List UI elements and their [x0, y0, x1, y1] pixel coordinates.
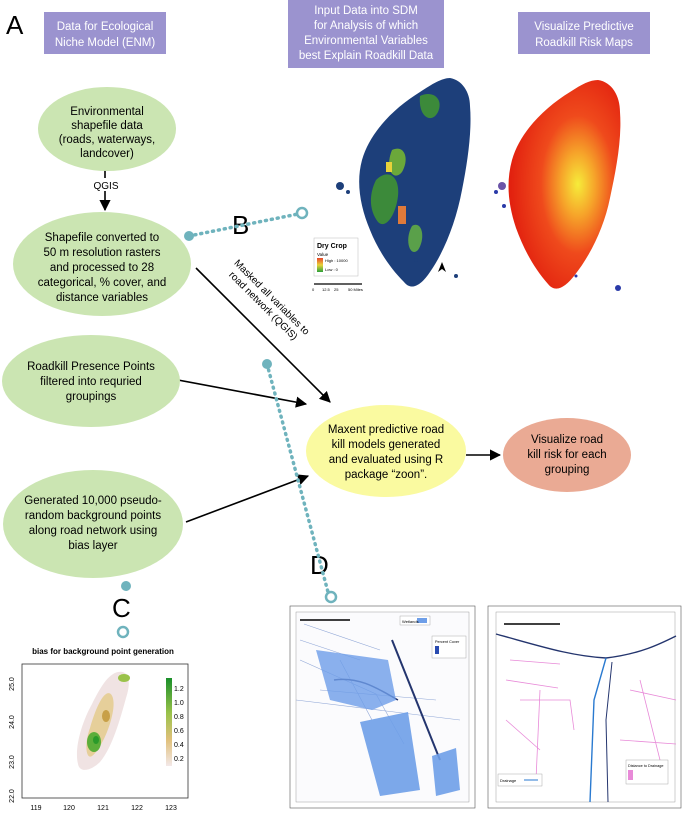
- node-background-line-3: along road network using: [29, 525, 158, 537]
- node-roadkill: Roadkill Presence Points filtered into r…: [2, 335, 180, 427]
- node-maxent-line-2: kill models generated: [332, 439, 441, 451]
- node-background-line-2: random background points: [25, 510, 161, 522]
- bias-legend-0-6: 0.6: [174, 728, 184, 735]
- bias-plot: bias for background point generation 119…: [9, 647, 189, 812]
- drycrop-legend-high: High : 10000: [325, 258, 348, 263]
- bias-legend-1-2: 1.2: [174, 686, 184, 693]
- callout-d: [262, 359, 338, 604]
- header-enm-line-2: Niche Model (ENM): [55, 37, 155, 49]
- header-viz: Visualize Predictive Roadkill Risk Maps: [518, 12, 650, 54]
- detail-distance-legend: Distance to Drainage: [628, 764, 663, 768]
- bias-x-tick-123: 123: [165, 805, 177, 812]
- node-shapefile-line-5: distance variables: [56, 292, 148, 304]
- node-env-line-2: shapefile data: [71, 120, 143, 132]
- node-maxent-line-3: and evaluated using R: [329, 454, 443, 466]
- drycrop-scale-2: 25: [334, 287, 339, 292]
- node-roadkill-line-3: groupings: [66, 391, 117, 403]
- bias-legend-0-8: 0.8: [174, 714, 184, 721]
- bias-y-tick-22: 22.0: [9, 789, 16, 803]
- drycrop-legend-title: Dry Crop: [317, 243, 347, 250]
- masked-label: Masked all variables to road network (QG…: [226, 258, 311, 343]
- node-background: Generated 10,000 pseudo- random backgrou…: [3, 470, 183, 578]
- bias-legend-0-2: 0.2: [174, 756, 184, 763]
- qgis-label: QGIS: [93, 181, 118, 192]
- arrow-roadkill-to-maxent: [177, 379, 308, 408]
- bias-x-tick-122: 122: [131, 805, 143, 812]
- arrow-shapefile-to-maxent: [195, 267, 331, 403]
- detail-forest-legend: Percent Cover: [435, 640, 460, 644]
- node-visualize-line-1: Visualize road: [531, 434, 603, 446]
- node-visualize-line-3: grouping: [545, 464, 590, 476]
- header-sdm-line-1: Input Data into SDM: [314, 5, 418, 17]
- node-env-line-4: landcover): [80, 148, 134, 160]
- bias-x-tick-120: 120: [63, 805, 75, 812]
- node-shapefile-line-4: categorical, % cover, and: [38, 277, 167, 289]
- header-viz-line-2: Roadkill Risk Maps: [535, 37, 633, 49]
- node-shapefile-line-1: Shapefile converted to: [45, 232, 159, 244]
- node-maxent-line-1: Maxent predictive road: [328, 424, 444, 436]
- header-sdm-line-2: for Analysis of which: [314, 20, 418, 32]
- node-background-line-1: Generated 10,000 pseudo-: [24, 495, 162, 507]
- detail-map-wetlands: Percent Cover Wetlands: [289, 605, 476, 809]
- header-enm-line-1: Data for Ecological: [57, 21, 154, 33]
- panel-letter-a: A: [6, 10, 24, 40]
- qgis-label-bg: [88, 178, 124, 191]
- arrow-background-to-maxent: [185, 474, 310, 523]
- bias-plot-title: bias for background point generation: [32, 647, 174, 656]
- header-enm: Data for Ecological Niche Model (ENM): [44, 12, 166, 54]
- node-background-line-4: bias layer: [68, 540, 117, 552]
- header-viz-line-1: Visualize Predictive: [534, 21, 634, 33]
- detail-map-drainage: Drainage Distance to Drainage: [487, 605, 682, 809]
- detail-drainage-legend: Drainage: [500, 778, 517, 783]
- node-maxent: Maxent predictive road kill models gener…: [306, 405, 466, 497]
- bias-legend-0-4: 0.4: [174, 742, 184, 749]
- bias-y-tick-25: 25.0: [9, 677, 16, 691]
- node-maxent-line-4: package “zoon”.: [345, 469, 427, 481]
- node-env-line-3: (roads, waterways,: [59, 134, 156, 146]
- bias-y-tick-24: 24.0: [9, 715, 16, 729]
- node-roadkill-line-2: filtered into requried: [40, 376, 142, 388]
- drycrop-map: Dry Crop Value High : 10000 Low : 0 0 12…: [312, 78, 471, 292]
- drycrop-scale-3: 50 Miles: [348, 287, 363, 292]
- header-sdm-line-3: Environmental Variables: [304, 35, 428, 47]
- node-shapefile-line-3: and processed to 28: [50, 262, 154, 274]
- callout-c: [116, 581, 131, 639]
- detail-wetlands-legend: Wetlands: [402, 619, 419, 624]
- header-sdm: Input Data into SDM for Analysis of whic…: [288, 0, 444, 68]
- callout-b: [184, 206, 309, 241]
- panel-letter-c: C: [112, 593, 131, 623]
- header-sdm-line-4: best Explain Roadkill Data: [299, 50, 434, 62]
- masked-label-line-1: Masked all variables to: [231, 258, 311, 338]
- node-env: Environmental shapefile data (roads, wat…: [38, 87, 176, 171]
- bias-x-tick-121: 121: [97, 805, 109, 812]
- drycrop-legend-value: Value: [317, 252, 329, 257]
- node-shapefile-line-2: 50 m resolution rasters: [44, 247, 161, 259]
- bias-y-tick-23: 23.0: [9, 755, 16, 769]
- node-visualize: Visualize road kill risk for each groupi…: [503, 418, 631, 492]
- node-roadkill-line-1: Roadkill Presence Points: [27, 361, 155, 373]
- node-visualize-line-2: kill risk for each: [527, 449, 606, 461]
- drycrop-scale-0: 0: [312, 287, 315, 292]
- drycrop-scale-1: 12.5: [322, 287, 331, 292]
- drycrop-legend-low: Low : 0: [325, 267, 339, 272]
- node-shapefile: Shapefile converted to 50 m resolution r…: [13, 212, 191, 316]
- node-env-line-1: Environmental: [70, 106, 144, 118]
- risk-map: [494, 80, 621, 291]
- bias-legend-1-0: 1.0: [174, 700, 184, 707]
- bias-x-tick-119: 119: [30, 805, 41, 812]
